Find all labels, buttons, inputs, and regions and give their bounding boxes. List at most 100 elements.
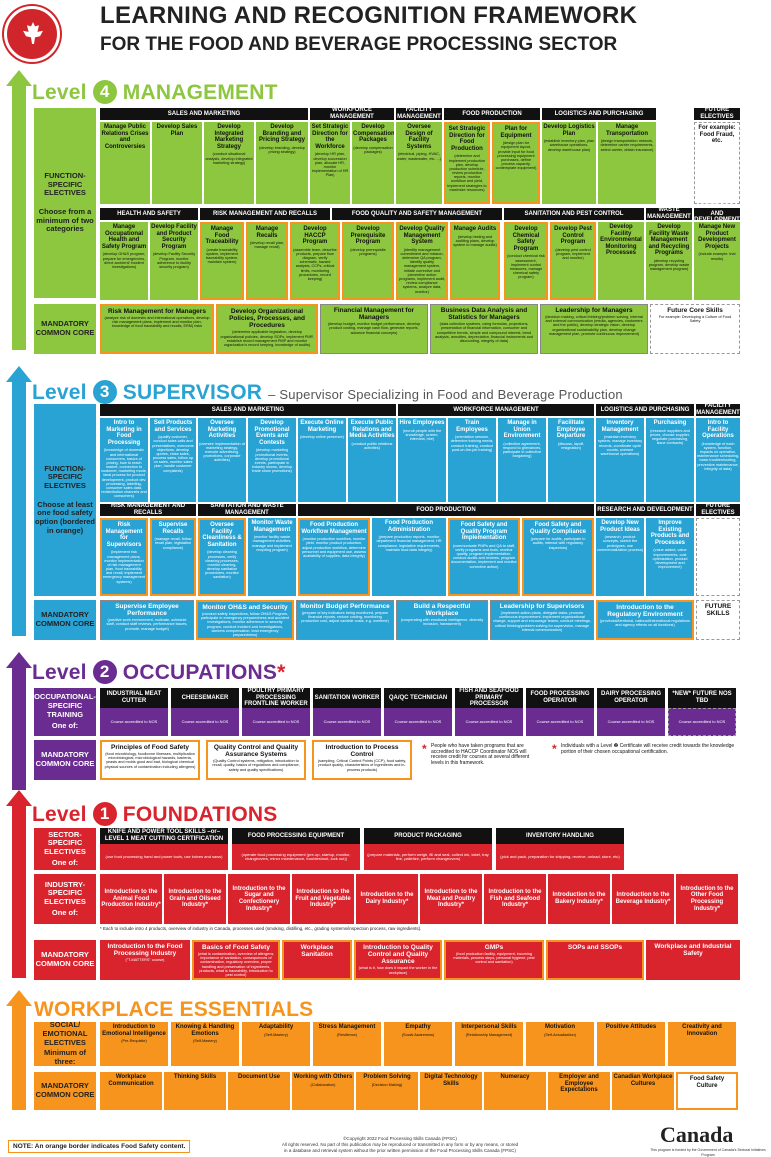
l4-core-box: Leadership for Managers(decision making,… xyxy=(540,304,648,354)
workplace-core-box: Food Safety Culture xyxy=(676,1072,738,1110)
box-description: (include example: trial results) xyxy=(698,252,736,261)
l4-mid-box: Develop Facility Environmental Monitorin… xyxy=(598,222,644,300)
l4-core-box: Financial Management for Managers(develo… xyxy=(320,304,428,354)
fpsc-logo xyxy=(4,6,60,62)
box-description: (knowledge of domestic and international… xyxy=(101,448,147,499)
footer-note: NOTE: An orange border indicates Food Sa… xyxy=(8,1140,191,1153)
box-description: (develop prerequisite programs) xyxy=(350,247,386,256)
category-research-development: RESEARCH AND DEVELOPMENT xyxy=(694,204,740,224)
occupation-title: INDUSTRIAL MEAT CUTTER xyxy=(100,688,168,708)
box-description: (maintain inventory system, manage inven… xyxy=(597,435,643,456)
l3-mid-box: Risk Management for Supervisors(implemen… xyxy=(100,518,148,596)
occupation-accreditation: Course accredited to NOS xyxy=(668,708,736,736)
l1-core-box: Basics of Food Safety(what is contaminat… xyxy=(192,940,280,980)
box-title: SOPs and SSOPs xyxy=(567,944,623,951)
workplace-social-box: Interpersonal Skills(Relationship Manage… xyxy=(455,1022,523,1066)
l4-mid-box: Develop HACCP Program(assemble team, des… xyxy=(290,222,340,300)
occupation-accreditation: Course accredited to NOS xyxy=(455,708,523,736)
box-description: (design plan for equipment layout, provi… xyxy=(495,141,537,171)
box-description: (data collection systems, using formulas… xyxy=(435,322,533,343)
box-description: (develop branding, develop pricing strat… xyxy=(259,145,305,154)
box-description: (develop Facility Security Program, moni… xyxy=(152,252,196,269)
industry-elective: Introduction to the Meat and Poultry Ind… xyxy=(420,874,482,924)
box-title: Improve Existing Products and Processes xyxy=(650,520,690,546)
category-future-electives: FUTURE ELECTIVES xyxy=(694,107,740,120)
box-description: (prepare production reports, monitor dep… xyxy=(376,535,442,552)
box-title: Intro to Marketing in Food Processing xyxy=(106,420,142,446)
box-title: Manage Food Traceability xyxy=(205,226,239,246)
box-description: ("T-MATTERS" course) xyxy=(125,958,165,963)
category-risk-recalls: RISK MANAGEMENT AND RECALLS xyxy=(100,503,196,516)
box-title: Develop Facility and Product Security Pr… xyxy=(151,224,197,250)
box-title: Supervise Recalls xyxy=(158,522,188,535)
workplace-core-box: Employer and Employee Expectations xyxy=(548,1072,610,1110)
workplace-social-box: Adaptability(Self-Mastery) xyxy=(242,1022,310,1066)
l4-top-box: Develop Integrated Marketing Strategy(co… xyxy=(204,122,254,204)
box-title: Develop Integrated Marketing Strategy xyxy=(214,124,244,150)
l3-core-box: FUTURE SKILLS xyxy=(696,600,740,640)
l3-mid-box: Monitor Waste Management(monitor facilit… xyxy=(248,518,296,596)
occupation-accreditation: Course accredited to NOS xyxy=(171,708,239,736)
box-title: Supervise Employee Performance xyxy=(115,603,179,618)
copyright: ©Copyright 2022 Food Processing Skills C… xyxy=(281,1136,519,1153)
l4-top-box: Set Strategic Direction for Food Product… xyxy=(444,122,490,204)
box-title: Develop Pest Control Program xyxy=(554,226,592,246)
canada-wordmark: Canada xyxy=(660,1122,734,1147)
l3-top-box: Sell Products and Services(qualify custo… xyxy=(150,418,196,502)
workplace-social-box: Knowing & Handling Emotions(Self-Mastery… xyxy=(171,1022,239,1066)
l4-top-box: Manage Transportation(design transportat… xyxy=(598,122,656,204)
workplace-core-box: Workplace Communication xyxy=(100,1072,162,1110)
box-description: (decision making, critical thinking/prob… xyxy=(545,315,643,336)
level3-subtitle: – Supervisor Specializing in Food and Be… xyxy=(268,387,623,402)
box-title: Introduction to Quality Control and Qual… xyxy=(363,944,433,966)
box-description: (conduct chemical risk assessment, imple… xyxy=(507,254,545,280)
level-word: Level xyxy=(32,81,87,104)
l1-core-box: Workplace Sanitation xyxy=(282,940,352,980)
box-title: Manage Public Relations Crises and Contr… xyxy=(101,124,149,150)
l2-core-box: Quality Control and Quality Assurance Sy… xyxy=(206,740,306,780)
box-title: Set Strategic Direction for the Workforc… xyxy=(311,124,349,150)
l4-mid-box: Develop Chemical Safety Program(conduct … xyxy=(504,222,548,300)
box-description: (design transportation network, determin… xyxy=(600,139,654,152)
l3-mid-box: Food Production Administration(prepare p… xyxy=(372,518,446,596)
l4-top-box: Manage Public Relations Crises and Contr… xyxy=(100,122,150,204)
box-description: (sampling, Critical Control Points (CCP)… xyxy=(317,759,407,772)
level2-mcc-label: MANDATORY COMMON CORE xyxy=(34,740,96,780)
category-research-development: RESEARCH AND DEVELOPMENT xyxy=(596,504,694,516)
box-description: (develop compensation packages) xyxy=(353,145,393,154)
box-description: (determine applicable legislation, devel… xyxy=(220,330,314,347)
l3-mid-box: Oversee Facility Cleanliness & Sanitatio… xyxy=(198,518,246,596)
box-description: (what is contamination, overview of alle… xyxy=(197,952,275,977)
box-description: (food production facility, equipment, in… xyxy=(453,952,535,965)
l3-core-box: Monitor OH&S and Security(conduct safety… xyxy=(196,600,294,640)
category-future-electives: FUTURE ELECTIVES xyxy=(696,503,740,516)
category-risk-recalls: RISK MANAGEMENT AND RECALLS xyxy=(200,208,330,220)
l4-top-box: Plan for Equipment(design plan for equip… xyxy=(492,122,540,204)
level1-mcc-label: MANDATORY COMMON CORE xyxy=(34,940,96,980)
workplace-social-box: Empathy(Social Awareness) xyxy=(384,1022,452,1066)
box-title: Oversee Design of Facility Systems xyxy=(405,124,433,150)
box-title: Problem Solving xyxy=(363,1074,411,1080)
workplace-core-box: Thinking Skills xyxy=(164,1072,226,1110)
funding-note: This program is funded by the Government… xyxy=(650,1148,766,1157)
category-logistics-purchasing: LOGISTICS AND PURCHASING xyxy=(542,108,656,120)
box-title: Digital Technology Skills xyxy=(424,1074,478,1087)
l3-mid-box: Improve Existing Products and Processes(… xyxy=(646,518,694,596)
l4-mid-box: Manage Occupational Health and Safety Pr… xyxy=(100,222,148,300)
l2-core-box: Principles of Food Safety(food microbiol… xyxy=(100,740,200,780)
box-description: (create traceability system, implement t… xyxy=(205,247,239,265)
box-description: (establish inventory plan, plan warehous… xyxy=(543,139,595,152)
occupation-accreditation: Course accredited to NOS xyxy=(597,708,665,736)
sector-elective-desc: (use food processing hand and power tool… xyxy=(100,844,228,870)
box-title: Motivation xyxy=(545,1024,575,1030)
box-title: Manage Recalls xyxy=(255,226,279,239)
sector-category: PRODUCT PACKAGING xyxy=(364,828,492,844)
box-description: (cooperating with emotional intelligence… xyxy=(400,618,484,627)
industry-elective: Introduction to the Other Food Processin… xyxy=(676,874,738,924)
box-title: Document Use xyxy=(237,1074,280,1080)
l3-top-box: Intro to Marketing in Food Processing(kn… xyxy=(100,418,148,502)
box-description: (Social Awareness) xyxy=(401,1032,435,1037)
l1-core-box: GMPs(food production facility, equipment… xyxy=(444,940,544,980)
sector-category: FOOD PROCESSING EQUIPMENT xyxy=(232,828,360,844)
sector-elective-desc: (pick and pack, preparation for shipping… xyxy=(496,844,624,870)
